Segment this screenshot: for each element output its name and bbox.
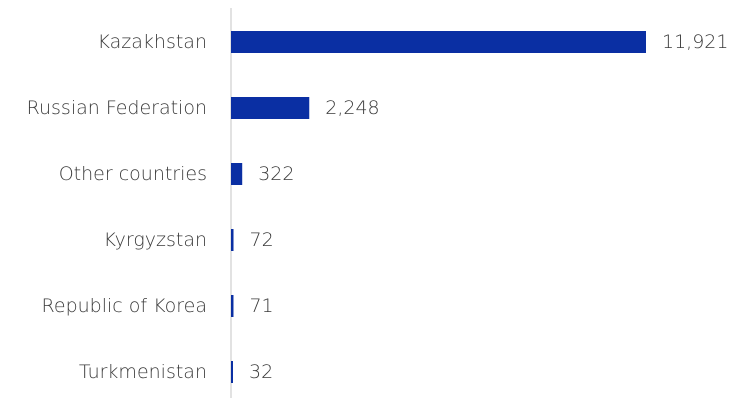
category-label-russian-federation: Russian Federation <box>27 97 207 119</box>
value-label-russian-federation: 2,248 <box>325 97 379 119</box>
category-label-republic-of-korea: Republic of Korea <box>42 295 207 317</box>
value-label-kyrgyzstan: 72 <box>250 229 274 251</box>
category-label-kyrgyzstan: Kyrgyzstan <box>104 229 207 251</box>
value-label-kazakhstan: 11,921 <box>662 31 728 53</box>
bar-russian-federation <box>231 97 310 119</box>
category-label-kazakhstan: Kazakhstan <box>98 31 207 53</box>
bar-other-countries <box>231 163 243 185</box>
value-label-other-countries: 322 <box>258 163 294 185</box>
value-label-republic-of-korea: 71 <box>249 295 273 317</box>
bars-group <box>231 31 646 383</box>
bar-republic-of-korea <box>231 295 234 317</box>
bar-turkmenistan <box>231 361 233 383</box>
bar-kyrgyzstan <box>231 229 234 251</box>
category-label-turkmenistan: Turkmenistan <box>79 361 207 383</box>
value-label-turkmenistan: 32 <box>249 361 273 383</box>
category-label-other-countries: Other countries <box>59 163 207 185</box>
bar-kazakhstan <box>231 31 646 53</box>
